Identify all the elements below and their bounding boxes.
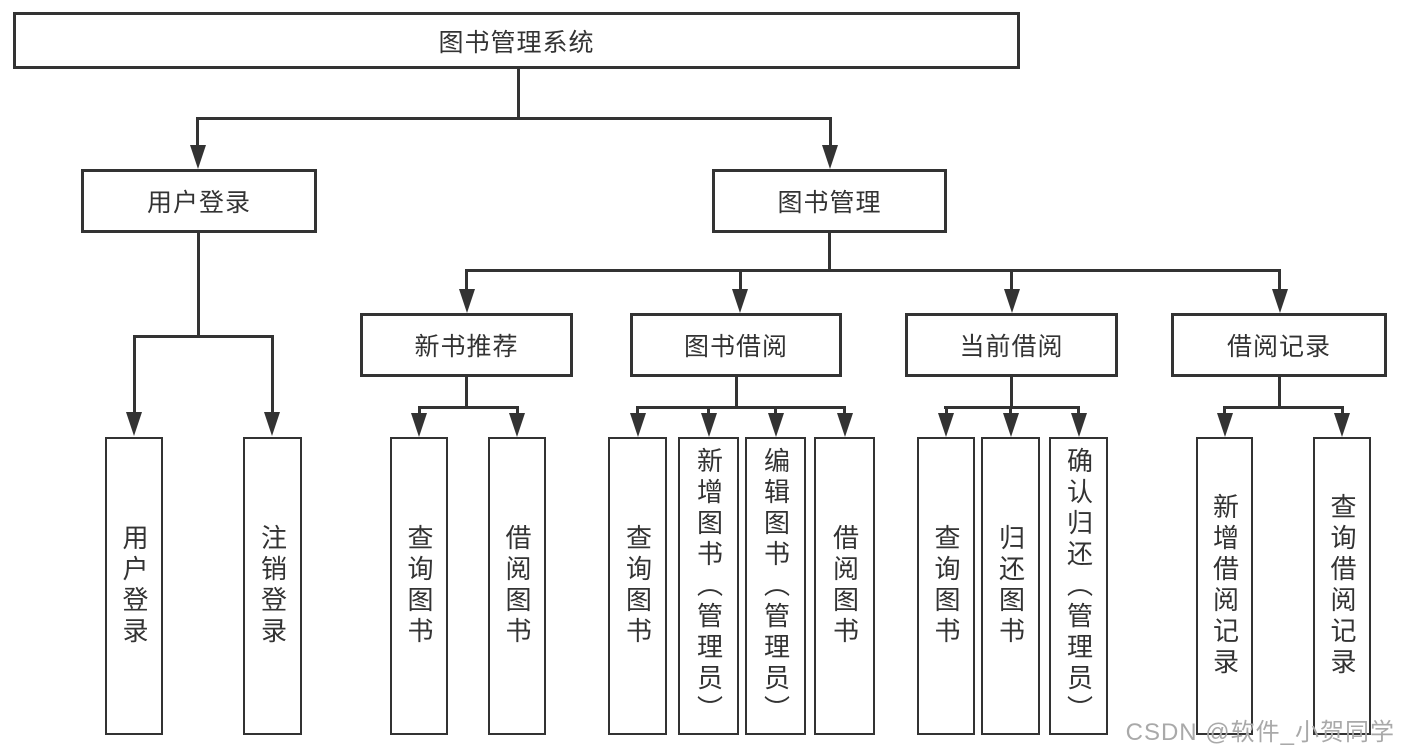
node-user-login-branch: 用户登录: [81, 169, 317, 233]
connector-drop-leaf: [418, 406, 421, 416]
arrow-down-icon: [264, 412, 280, 436]
connector-hline: [944, 406, 1080, 409]
node-borrowing-records: 借阅记录: [1171, 313, 1387, 377]
leaf-query-books-current: 查询图书: [917, 437, 975, 735]
csdn-watermark: CSDN @软件_小贺同学: [1125, 719, 1395, 746]
arrow-down-icon: [126, 412, 142, 436]
arrow-down-icon: [1003, 413, 1019, 437]
connector-drop-borrow-records: [1278, 269, 1281, 291]
connector-drop-leaf: [1223, 406, 1226, 416]
connector-stem: [1278, 377, 1281, 409]
node-label: 图书借阅: [683, 333, 788, 361]
connector-stem: [1010, 377, 1013, 409]
arrow-down-icon: [701, 413, 717, 437]
connector-root-stem: [517, 69, 520, 120]
connector-hline: [636, 406, 846, 409]
leaf-label: 查询借阅记录: [1327, 493, 1357, 679]
arrow-down-icon: [459, 289, 475, 313]
connector-drop-leaf: [271, 335, 274, 413]
arrow-down-icon: [837, 413, 853, 437]
arrow-down-icon: [732, 289, 748, 313]
leaf-label: 用户登录: [119, 524, 149, 648]
connector-drop-leaf: [1077, 406, 1080, 416]
node-book-borrowing: 图书借阅: [630, 313, 842, 377]
connector-level1-hline: [196, 117, 832, 120]
node-library-management-system: 图书管理系统: [13, 12, 1020, 69]
arrow-down-icon: [938, 413, 954, 437]
leaf-add-books-admin: 新增图书（管理员）: [678, 437, 739, 735]
node-new-book-recommend: 新书推荐: [360, 313, 573, 377]
node-label: 当前借阅: [959, 333, 1064, 361]
arrow-down-icon: [630, 413, 646, 437]
node-label: 用户登录: [146, 189, 251, 217]
connector-stem: [465, 377, 468, 409]
node-label: 图书管理系统: [438, 28, 595, 57]
arrow-down-icon: [822, 145, 838, 169]
arrow-down-icon: [768, 413, 784, 437]
connector-drop-current-borrow: [1010, 269, 1013, 291]
leaf-label: 注销登录: [257, 524, 288, 648]
leaf-label: 借阅图书: [829, 524, 860, 648]
connector-drop-leaf: [843, 406, 846, 416]
leaf-label: 编辑图书（管理员）: [760, 446, 791, 726]
leaf-confirm-return-admin: 确认归还（管理员）: [1049, 437, 1108, 735]
connector-drop-leaf: [133, 335, 136, 413]
leaf-query-books-recommend: 查询图书: [390, 437, 448, 735]
arrow-down-icon: [1004, 289, 1020, 313]
node-label: 借阅记录: [1226, 333, 1331, 361]
leaf-label: 归还图书: [995, 524, 1026, 648]
leaf-user-login: 用户登录: [105, 437, 163, 735]
leaf-label: 查询图书: [622, 524, 653, 648]
connector-drop-book-mgmt: [829, 117, 832, 149]
leaf-query-borrow-record: 查询借阅记录: [1313, 437, 1371, 735]
connector-hline: [1223, 406, 1344, 409]
connector-drop-new-book: [465, 269, 468, 291]
arrow-down-icon: [190, 145, 206, 169]
leaf-edit-books-admin: 编辑图书（管理员）: [745, 437, 806, 735]
leaf-borrow-books-recommend: 借阅图书: [488, 437, 546, 735]
leaf-logout: 注销登录: [243, 437, 302, 735]
leaf-label: 查询图书: [404, 524, 434, 648]
leaf-query-books-borrow: 查询图书: [608, 437, 667, 735]
connector-user-login-stem: [197, 233, 200, 338]
node-book-management-branch: 图书管理: [712, 169, 947, 233]
connector-drop-leaf: [1341, 406, 1344, 416]
leaf-label: 借阅图书: [502, 524, 532, 648]
connector-drop-user-login: [196, 117, 199, 149]
arrow-down-icon: [1071, 413, 1087, 437]
node-label: 新书推荐: [414, 333, 519, 361]
arrow-down-icon: [509, 413, 525, 437]
leaf-label: 查询图书: [931, 524, 961, 648]
leaf-label: 确认归还（管理员）: [1063, 446, 1094, 726]
connector-book-mgmt-stem: [828, 233, 831, 272]
leaf-return-books: 归还图书: [981, 437, 1040, 735]
connector-level3-hline: [465, 269, 1281, 272]
leaf-label: 新增借阅记录: [1209, 493, 1240, 679]
connector-stem: [735, 377, 738, 409]
connector-drop-leaf: [945, 406, 948, 416]
connector-user-login-hline: [133, 335, 274, 338]
node-current-borrowing: 当前借阅: [905, 313, 1118, 377]
leaf-label: 新增图书（管理员）: [693, 446, 724, 726]
arrow-down-icon: [1334, 413, 1350, 437]
connector-drop-leaf: [636, 406, 639, 416]
arrow-down-icon: [1217, 413, 1233, 437]
leaf-add-borrow-record: 新增借阅记录: [1196, 437, 1253, 735]
connector-drop-leaf: [1009, 406, 1012, 416]
node-label: 图书管理: [777, 189, 882, 217]
connector-drop-leaf: [516, 406, 519, 416]
connector-drop-leaf: [774, 406, 777, 416]
leaf-borrow-books: 借阅图书: [814, 437, 875, 735]
arrow-down-icon: [411, 413, 427, 437]
connector-drop-leaf: [707, 406, 710, 416]
arrow-down-icon: [1272, 289, 1288, 313]
connector-hline: [418, 406, 519, 409]
connector-drop-book-borrow: [739, 269, 742, 291]
